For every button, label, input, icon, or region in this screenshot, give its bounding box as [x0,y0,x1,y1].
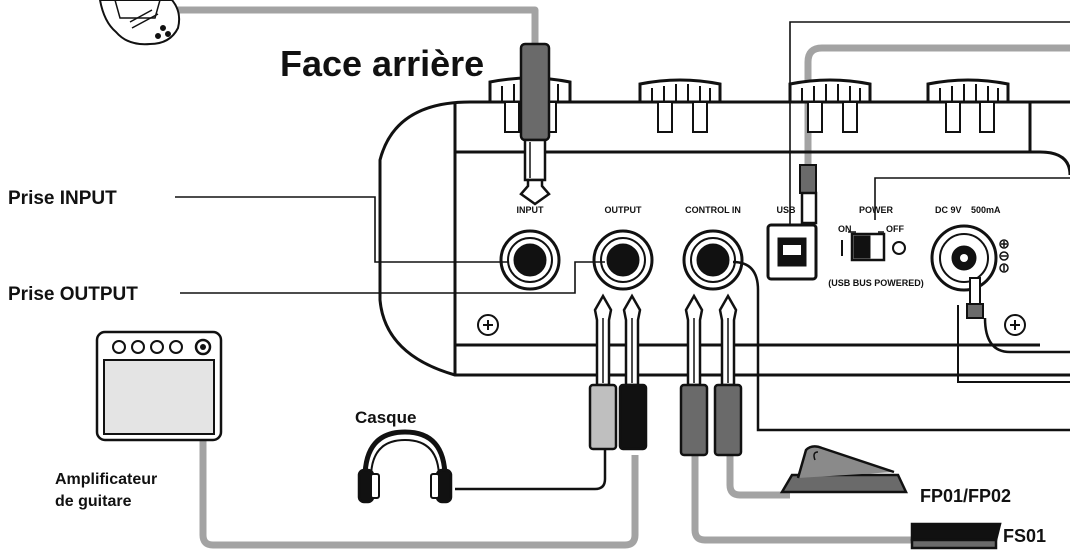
label-amp-line2: de guitare [55,493,132,510]
input-plug [519,42,551,206]
label-output-jack: Prise OUTPUT [8,284,138,305]
headphones-icon [357,429,453,504]
knob-feet [504,101,995,133]
usb-cable [804,44,1070,170]
dc-plug [966,277,984,319]
footswitch-icon [910,522,1002,550]
leader-input [175,196,508,263]
pedal-plug [713,293,743,457]
panel-label-dc: DC 9V [935,205,962,215]
label-pedal: FP01/FP02 [920,486,1011,506]
dc-cable-outer [957,305,1070,383]
headphone-cable [455,450,607,491]
panel-label-output: OUTPUT [605,205,643,215]
usb-plug [799,164,818,225]
label-footswitch: FS01 [1003,526,1046,546]
amp-cable [199,345,639,549]
usb-port [766,223,818,281]
label-input-jack: Prise INPUT [8,188,117,209]
amplifier-icon [95,330,223,442]
control-in-jack [682,229,744,291]
guitar-icon [98,0,181,46]
footswitch-plug [679,293,709,457]
panel-label-bus-powered: (USB BUS POWERED) [828,278,924,288]
knob-ridges [501,83,999,102]
panel-label-control-in: CONTROL IN [685,205,741,215]
screw-left [477,314,499,336]
panel-label-input: INPUT [517,205,545,215]
page-title: Face arrière [280,43,484,84]
panel-label-dc-ma: 500mA [971,205,1001,215]
power-switch [841,231,906,262]
headphone-plug [588,293,618,451]
guitar-cable [170,6,539,55]
leader-usb [789,21,1070,262]
pedal-cable [726,455,790,499]
label-headphones: Casque [355,408,416,427]
control-cable [732,260,1070,432]
panel-label-off: OFF [886,224,904,234]
output-jack [592,229,654,291]
input-jack [499,229,561,291]
label-amp-line1: Amplificateur [55,471,157,488]
panel-label-usb: USB [776,205,796,215]
expression-pedal-icon [779,445,908,494]
dc-jack [930,224,998,292]
leader-power [874,177,1070,220]
footswitch-cable [691,455,915,544]
leader-output [180,261,605,294]
panel-label-power: POWER [859,205,894,215]
polarity-icon [999,239,1009,273]
amp-output-plug [618,293,648,451]
screw-right [1004,314,1026,336]
dc-cable [983,317,1070,354]
panel-label-on: ON [838,224,852,234]
